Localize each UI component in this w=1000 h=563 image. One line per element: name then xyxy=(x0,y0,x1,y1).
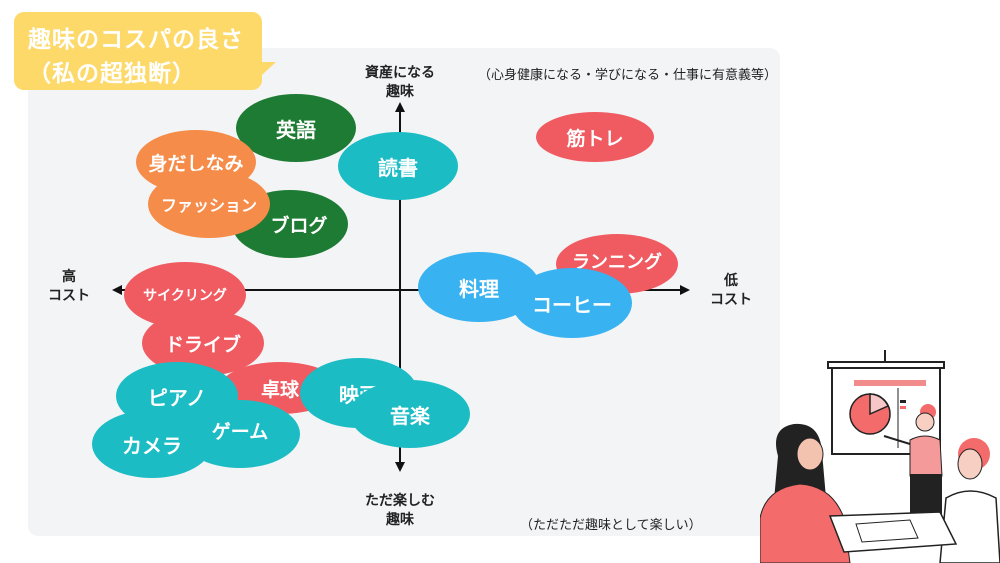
arrow-up-icon xyxy=(395,102,405,112)
axis-label-right: 低 コスト xyxy=(710,273,752,308)
presentation-illustration xyxy=(760,350,1000,563)
bubble-dokusho: 読書 xyxy=(338,132,458,200)
title-line-1: 趣味のコスパの良さ xyxy=(28,27,244,53)
arrow-left-icon xyxy=(112,285,122,295)
axis-label-bottom: ただ楽しむ 趣味 xyxy=(365,493,435,528)
arrow-down-icon xyxy=(395,462,405,472)
bubble-coffee: コーヒー xyxy=(512,268,632,338)
axis-label-left: 高 コスト xyxy=(48,269,90,304)
horizontal-axis xyxy=(122,289,682,291)
title-callout: 趣味のコスパの良さ （私の超独断） xyxy=(14,12,276,90)
vertical-axis xyxy=(399,110,401,466)
title-line-2: （私の超独断） xyxy=(28,61,196,87)
note-top-right: （心身健康になる・学びになる・仕事に有意義等） xyxy=(478,68,778,83)
note-bottom-right: （ただただ趣味として楽しい） xyxy=(520,518,702,533)
bubble-kintore: 筋トレ xyxy=(536,112,654,162)
bubble-eigo: 英語 xyxy=(236,94,356,162)
bubble-camera: カメラ xyxy=(92,410,212,478)
bubble-fashion: ファッション xyxy=(148,170,270,238)
bubble-ongaku: 音楽 xyxy=(350,380,470,448)
axis-label-top: 資産になる 趣味 xyxy=(365,65,435,100)
arrow-right-icon xyxy=(680,285,690,295)
